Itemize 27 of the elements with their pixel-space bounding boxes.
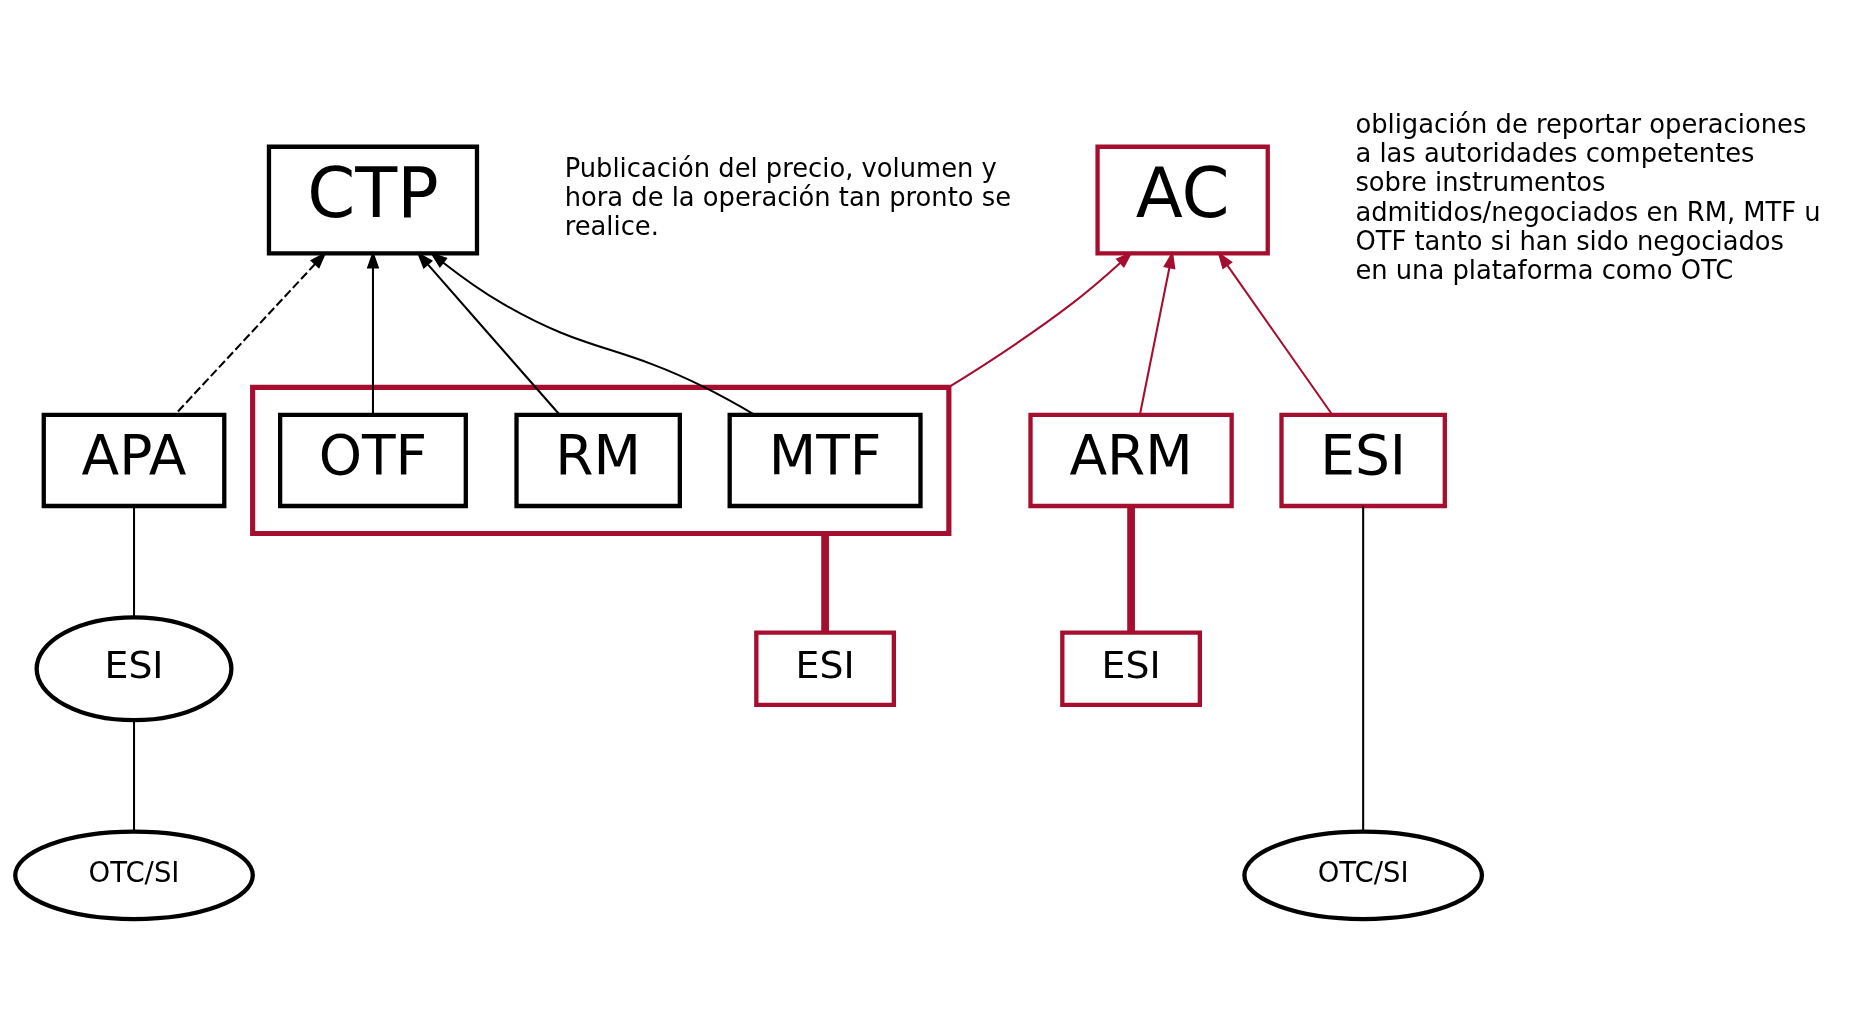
node-box: ESI — [1060, 630, 1202, 708]
arrow — [1217, 251, 1333, 416]
arrow — [366, 250, 380, 415]
node-label: Publicación del precio, volumen y hora de la operación tan pronto se realice. — [564, 152, 1012, 242]
arrow — [174, 251, 327, 416]
connector — [821, 533, 829, 633]
arrow — [1138, 250, 1176, 415]
node-ellipse: OTC/SI — [13, 829, 255, 922]
connector — [133, 506, 136, 618]
node-box: CTP — [266, 144, 480, 256]
connector — [1127, 506, 1135, 633]
arrow — [416, 251, 561, 416]
node-ellipse: OTC/SI — [1242, 829, 1485, 922]
node-ellipse: ESI — [34, 615, 234, 723]
node-box: RM — [514, 412, 682, 509]
cluster — [250, 384, 952, 537]
node-box: AC — [1095, 144, 1270, 256]
node-box: MTF — [727, 412, 923, 509]
node-box: ESI — [1279, 412, 1447, 509]
node-box: ARM — [1028, 412, 1234, 509]
arrow — [947, 251, 1133, 389]
node-label: obligación de reportar operaciones a las autoridades competentes sobre instrumentos admitidos/negociados en RM, MTF u OTF tanto si han sido negociados en una plataforma como OTC — [1355, 108, 1821, 286]
node-box: OTF — [278, 412, 468, 509]
connector — [133, 720, 136, 832]
connector — [1362, 506, 1365, 832]
node-box: APA — [41, 412, 227, 509]
node-box: ESI — [754, 630, 896, 708]
